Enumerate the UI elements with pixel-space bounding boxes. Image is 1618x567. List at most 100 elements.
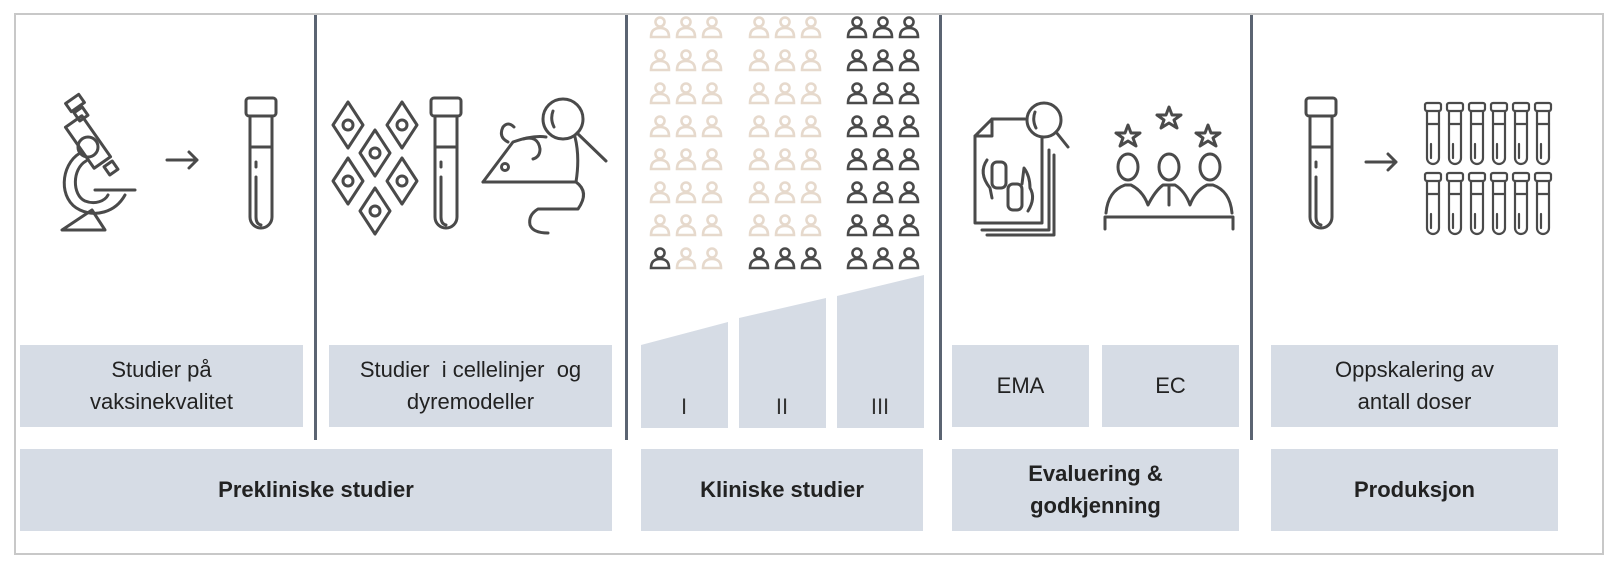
phase-label: III — [870, 394, 890, 419]
participant-icon — [748, 49, 770, 73]
participant-icon-highlighted — [846, 181, 868, 205]
participant-icon — [774, 82, 796, 106]
participant-icon — [748, 181, 770, 205]
participant-icon-highlighted — [898, 16, 920, 40]
stage-box-preclinical: Prekliniske studier — [20, 449, 612, 531]
test-tube-icon — [1304, 96, 1338, 235]
participant-icon-highlighted — [748, 247, 770, 271]
participant-icon — [701, 82, 723, 106]
participant-icon-highlighted — [846, 214, 868, 238]
participant-icon-highlighted — [872, 82, 894, 106]
participant-icon — [774, 16, 796, 40]
divider — [1250, 15, 1253, 440]
participant-icon — [649, 115, 671, 139]
participant-icon-highlighted — [846, 148, 868, 172]
participant-icon-highlighted — [846, 49, 868, 73]
participant-icon — [701, 148, 723, 172]
phase-bar-1 — [641, 322, 728, 428]
participant-icon — [774, 49, 796, 73]
document-review-icon — [970, 98, 1070, 238]
arrow-right-icon — [1364, 152, 1400, 172]
participant-icon-highlighted — [846, 82, 868, 106]
participant-icon-highlighted — [774, 247, 796, 271]
stage-box-production: Produksjon — [1271, 449, 1558, 531]
participant-icon-highlighted — [898, 49, 920, 73]
test-tube-icon — [429, 96, 463, 235]
participant-icon — [800, 16, 822, 40]
stage-label: Evaluering & — [1028, 461, 1163, 486]
participant-icon-highlighted — [898, 82, 920, 106]
participant-icon-highlighted — [872, 214, 894, 238]
stage-label: Kliniske studier — [700, 477, 864, 502]
stage-box-evaluation: Evaluering & godkjenning — [952, 449, 1239, 531]
divider — [939, 15, 942, 440]
participant-icon-highlighted — [872, 148, 894, 172]
substage-box-cell-animal: Studier i cellelinjer og dyremodeller — [329, 345, 612, 427]
participant-icon-highlighted — [898, 181, 920, 205]
participant-icon — [675, 148, 697, 172]
participant-icon — [675, 247, 697, 271]
participant-icon-highlighted — [846, 16, 868, 40]
committee-stars-icon — [1103, 105, 1235, 233]
microscope-icon — [50, 92, 140, 235]
participant-icon — [649, 16, 671, 40]
participant-icon-highlighted — [898, 247, 920, 271]
participant-icon — [800, 82, 822, 106]
divider — [625, 15, 628, 440]
participant-icon — [675, 16, 697, 40]
participant-icon — [675, 49, 697, 73]
substage-label: vaksinekvalitet — [89, 389, 234, 414]
stage-label: Produksjon — [1353, 477, 1475, 502]
participant-icon — [800, 115, 822, 139]
substage-label: antall doser — [1357, 389, 1472, 414]
participant-icon — [701, 49, 723, 73]
participant-icon — [800, 148, 822, 172]
substage-label: Oppskalering av — [1335, 357, 1494, 382]
participant-icon — [675, 214, 697, 238]
phase-bar-3 — [837, 275, 924, 428]
participant-icon — [774, 181, 796, 205]
participant-icon — [701, 181, 723, 205]
participant-icon — [748, 82, 770, 106]
phase-bar-2 — [739, 298, 826, 428]
participant-icon — [748, 214, 770, 238]
stage-label: godkjenning — [1030, 493, 1161, 518]
participant-icon-highlighted — [872, 49, 894, 73]
participant-icon — [701, 16, 723, 40]
participant-icon — [675, 115, 697, 139]
participant-icon — [748, 148, 770, 172]
substage-label: EMA — [996, 373, 1045, 398]
participant-icon — [701, 214, 723, 238]
participant-icon — [800, 181, 822, 205]
participant-icon — [774, 115, 796, 139]
participant-icon — [649, 148, 671, 172]
participant-icon — [748, 16, 770, 40]
participant-icon — [774, 148, 796, 172]
participant-icon-highlighted — [649, 247, 671, 271]
cells-icon — [331, 100, 423, 240]
participant-icon — [675, 82, 697, 106]
participant-icon — [649, 214, 671, 238]
substage-label: Studier i cellelinjer og — [359, 357, 582, 382]
substage-box-ema: EMA — [952, 345, 1089, 427]
participant-icon-highlighted — [800, 247, 822, 271]
participant-icon-highlighted — [872, 247, 894, 271]
participant-icon — [748, 115, 770, 139]
substage-label: Studier på — [111, 357, 212, 382]
participant-icon-highlighted — [872, 115, 894, 139]
mouse-magnifier-icon — [478, 97, 613, 237]
participant-icon-highlighted — [846, 115, 868, 139]
participant-icon-highlighted — [898, 148, 920, 172]
substage-box-vaccine-quality: Studier på vaksinekvalitet — [20, 345, 303, 427]
substage-label: EC — [1155, 373, 1186, 398]
participant-icon-highlighted — [898, 115, 920, 139]
participant-icon — [701, 115, 723, 139]
participant-icon-highlighted — [898, 214, 920, 238]
phase-label: II — [775, 394, 789, 419]
participant-icon — [701, 247, 723, 271]
divider — [314, 15, 317, 440]
substage-box-ec: EC — [1102, 345, 1239, 427]
stage-box-clinical: Kliniske studier — [641, 449, 923, 531]
participant-icon — [774, 214, 796, 238]
